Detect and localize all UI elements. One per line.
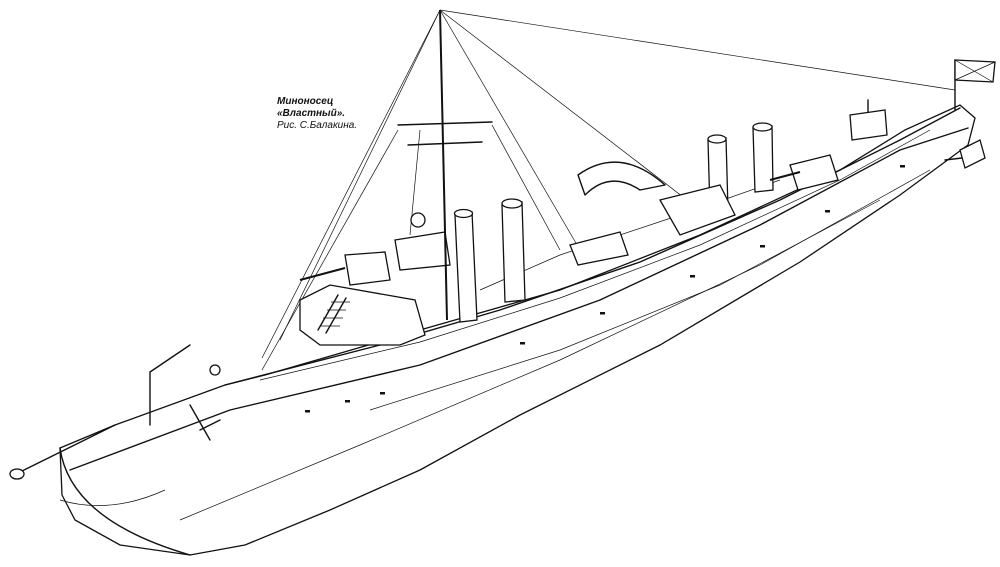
anchor-icon xyxy=(189,404,221,441)
funnels xyxy=(453,122,774,323)
bow-fittings xyxy=(9,344,221,506)
forward-gun xyxy=(299,251,391,286)
funnel-2 xyxy=(501,198,526,303)
ensign-flag-icon xyxy=(954,59,996,111)
searchlight-icon xyxy=(410,212,426,228)
rigging-lines xyxy=(261,9,956,371)
funnel-4 xyxy=(752,122,774,193)
bowsprit xyxy=(19,424,116,473)
bow-stem xyxy=(59,447,191,556)
rub-strake xyxy=(369,199,881,411)
caption-title-line-1: Миноносец xyxy=(277,96,334,107)
bridge-superstructure xyxy=(299,212,451,346)
foremast-yard xyxy=(397,121,493,126)
propeller-icon xyxy=(944,139,986,169)
boat-davit-sail xyxy=(577,161,666,196)
caption-title-line-2: «Властный». xyxy=(277,108,346,119)
funnel-1 xyxy=(453,208,478,323)
hull-sheer-line xyxy=(69,127,969,471)
fender-icon xyxy=(9,468,25,480)
portholes xyxy=(305,165,905,413)
foremast xyxy=(397,9,493,321)
aft-gun xyxy=(769,154,839,191)
anchor-crane xyxy=(149,344,191,426)
caption-credit: Рис. С.Балакина. xyxy=(277,120,358,131)
hull xyxy=(59,104,976,556)
illustration-caption: Миноносец «Властный». Рис. С.Балакина. xyxy=(277,96,357,132)
bridge-ladder xyxy=(317,294,347,334)
midship-deckhouse xyxy=(569,184,736,266)
anchor-chain xyxy=(59,489,166,506)
bridge-platform xyxy=(394,231,451,271)
aft-platform xyxy=(849,99,888,141)
